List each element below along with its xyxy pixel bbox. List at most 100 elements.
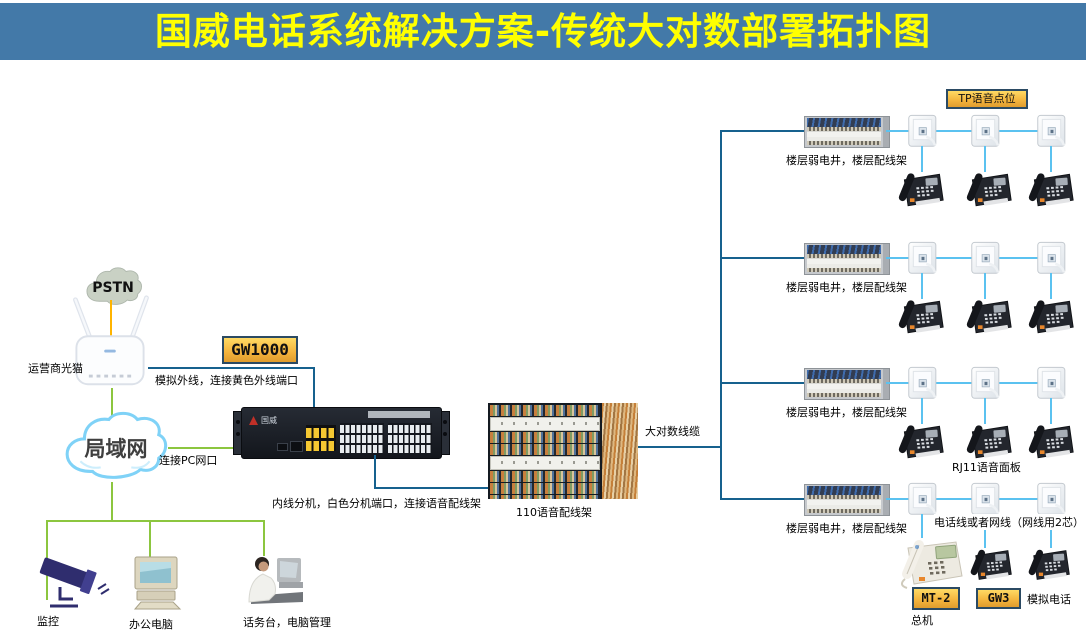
wall-plate — [1037, 241, 1066, 275]
frame110-label: 110语音配线架 — [516, 506, 592, 519]
floor-panel — [804, 368, 890, 400]
camera-icon — [38, 556, 111, 608]
pc-port — [277, 443, 288, 451]
extension-frame-line — [374, 487, 490, 489]
isp-modem-label: 运营商光猫 — [28, 362, 83, 375]
riser-branch-line — [720, 382, 806, 384]
phone-drop-line — [1050, 398, 1052, 424]
analog-trunk-label: 模拟外线，连接黄色外线端口 — [155, 374, 298, 387]
riser-branch-line — [720, 130, 806, 132]
wiring-rows — [490, 405, 600, 499]
title-banner: 国威电话系统解决方案-传统大对数部署拓扑图 — [0, 3, 1086, 60]
operator-console-icon — [248, 556, 304, 605]
phone-drop-line — [921, 514, 923, 538]
wall-plate — [908, 366, 937, 400]
wall-plate — [971, 114, 1000, 148]
telephone-icon — [897, 298, 945, 336]
riser-branch-line — [720, 498, 806, 500]
pstn-label: PSTN — [92, 280, 134, 296]
plate-link-line — [886, 498, 1052, 500]
lan-drop-line — [263, 520, 265, 556]
brand-label: 国威 — [261, 416, 277, 425]
riser-branch-line — [720, 257, 806, 259]
switchboard-phone-icon — [898, 536, 964, 590]
trunk-cable-label: 大对数线缆 — [645, 425, 700, 438]
analog-phone-label: 模拟电话 — [1027, 593, 1071, 606]
extension-port-label: 内线分机，白色分机端口，连接语音配线架 — [272, 497, 481, 510]
telephone-icon — [897, 171, 945, 209]
telephone-icon — [969, 547, 1013, 583]
phone-drop-line — [1050, 514, 1052, 548]
phone-drop-line — [984, 398, 986, 424]
white-extension-ports — [388, 423, 432, 453]
phone-drop-line — [984, 273, 986, 299]
operator-console-label: 话务台，电脑管理 — [243, 616, 331, 629]
device-vent — [368, 411, 430, 418]
floor-panel — [804, 116, 890, 148]
plate-link-line — [886, 130, 1052, 132]
telephone-icon — [897, 423, 945, 461]
lan-bus-line — [46, 520, 265, 522]
lan-bus-line — [111, 482, 113, 521]
pc-port-label: 连接PC网口 — [159, 454, 218, 467]
phone-drop-line — [921, 273, 923, 299]
telephone-icon — [965, 423, 1013, 461]
lan-port — [290, 441, 303, 452]
gw1000-tag: GW1000 — [222, 336, 298, 364]
phone-drop-line — [1050, 146, 1052, 172]
office-pc-label: 办公电脑 — [129, 618, 173, 631]
telephone-icon — [965, 171, 1013, 209]
page-title: 国威电话系统解决方案-传统大对数部署拓扑图 — [154, 10, 932, 53]
lan-label: 局域网 — [85, 437, 148, 461]
trunk-cable-line — [638, 446, 722, 448]
white-extension-ports — [340, 423, 384, 453]
camera-label: 监控 — [37, 615, 59, 628]
switchboard-label: 总机 — [911, 614, 933, 627]
phone-drop-line — [984, 514, 986, 548]
phone-drop-line — [1050, 273, 1052, 299]
office-pc-icon — [134, 556, 181, 610]
analog-trunk-line — [313, 367, 315, 427]
brand-logo-icon — [249, 416, 258, 425]
modem-lan-line — [111, 388, 113, 416]
telephone-icon — [1027, 171, 1075, 209]
wall-plate — [908, 114, 937, 148]
lan-drop-line — [149, 520, 151, 562]
wire-bundle — [602, 403, 638, 499]
lan-cloud: 局域网 — [65, 411, 168, 479]
yellow-trunk-ports — [306, 425, 336, 451]
plate-link-line — [886, 382, 1052, 384]
telephone-icon — [1027, 298, 1075, 336]
floor-panel — [804, 243, 890, 275]
tp-voice-point-tag: TP语音点位 — [946, 89, 1028, 109]
floor-panel-label: 楼层弱电井，楼层配线架 — [786, 406, 907, 419]
phone-drop-line — [984, 146, 986, 172]
gw1000-device: 国威 — [233, 407, 450, 459]
analog-trunk-line — [148, 367, 315, 369]
phone-cable-label: 电话线或者网线（网线用2芯） — [934, 514, 1084, 530]
telephone-icon — [1027, 423, 1075, 461]
phone-drop-line — [921, 146, 923, 172]
wall-plate — [1037, 366, 1066, 400]
voice-110-frame-photo — [488, 403, 638, 499]
phone-drop-line — [921, 398, 923, 424]
floor-panel-label: 楼层弱电井，楼层配线架 — [786, 281, 907, 294]
floor-panel-label: 楼层弱电井，楼层配线架 — [786, 522, 907, 535]
extension-frame-line — [374, 455, 376, 488]
wall-plate — [908, 482, 937, 516]
wall-plate — [971, 241, 1000, 275]
wall-plate — [1037, 482, 1066, 516]
riser-trunk-line — [720, 130, 722, 500]
wall-plate — [1037, 114, 1066, 148]
gw3-tag: GW3 — [976, 588, 1021, 609]
telephone-icon — [1027, 547, 1071, 583]
lan-pc-port-line — [168, 447, 278, 449]
telephone-icon — [965, 298, 1013, 336]
wall-plate — [908, 241, 937, 275]
floor-panel-label: 楼层弱电井，楼层配线架 — [786, 154, 907, 167]
floor-panel — [804, 484, 890, 516]
wall-plate — [971, 482, 1000, 516]
wall-plate — [971, 366, 1000, 400]
pstn-cloud: PSTN — [86, 267, 143, 305]
